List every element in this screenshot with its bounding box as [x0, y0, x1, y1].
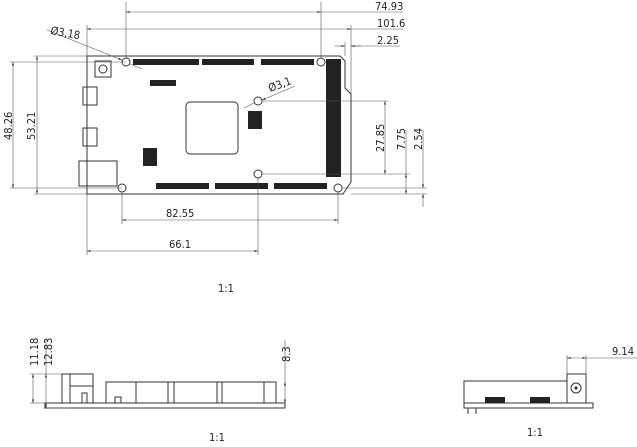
dim-9-14: 9.14	[612, 345, 634, 358]
dim-hole-3-1: Ø3,1	[267, 75, 294, 95]
mounting-holes	[117, 57, 343, 193]
top-view: 74.93 101.6 2.25 Ø3,18 Ø3,1 48.26 53.21 …	[2, 0, 427, 295]
dim-48-26: 48.26	[2, 112, 15, 140]
dim-11-18: 11.18	[28, 338, 41, 366]
scale-label: 1:1	[218, 282, 234, 295]
dim-2-54: 2.54	[412, 128, 425, 150]
side-view: 11.18 12.83 8.3 1:1	[28, 338, 293, 444]
headers	[133, 59, 341, 189]
dim-101-6: 101.6	[377, 17, 405, 30]
reset-button	[94, 60, 112, 78]
mcu-chip	[185, 101, 239, 155]
dim-74-93: 74.93	[375, 0, 403, 13]
dim-53-21: 53.21	[25, 112, 38, 140]
scale-label: 1:1	[527, 426, 543, 439]
dim-7-75: 7.75	[395, 128, 408, 150]
board-outline	[86, 55, 352, 195]
dim-8-3: 8.3	[280, 346, 293, 362]
end-view: 9.14 1:1	[463, 345, 637, 439]
dim-12-83: 12.83	[42, 338, 55, 366]
dim-82-55: 82.55	[166, 207, 194, 220]
scale-label: 1:1	[209, 431, 225, 444]
dim-hole-3-18: Ø3,18	[49, 24, 81, 42]
dim-66-1: 66.1	[169, 238, 191, 251]
power-jack	[78, 160, 118, 187]
dim-27-85: 27.85	[374, 124, 387, 152]
usb-port	[82, 86, 98, 106]
dim-2-25: 2.25	[377, 34, 399, 47]
usb-port	[82, 127, 98, 147]
